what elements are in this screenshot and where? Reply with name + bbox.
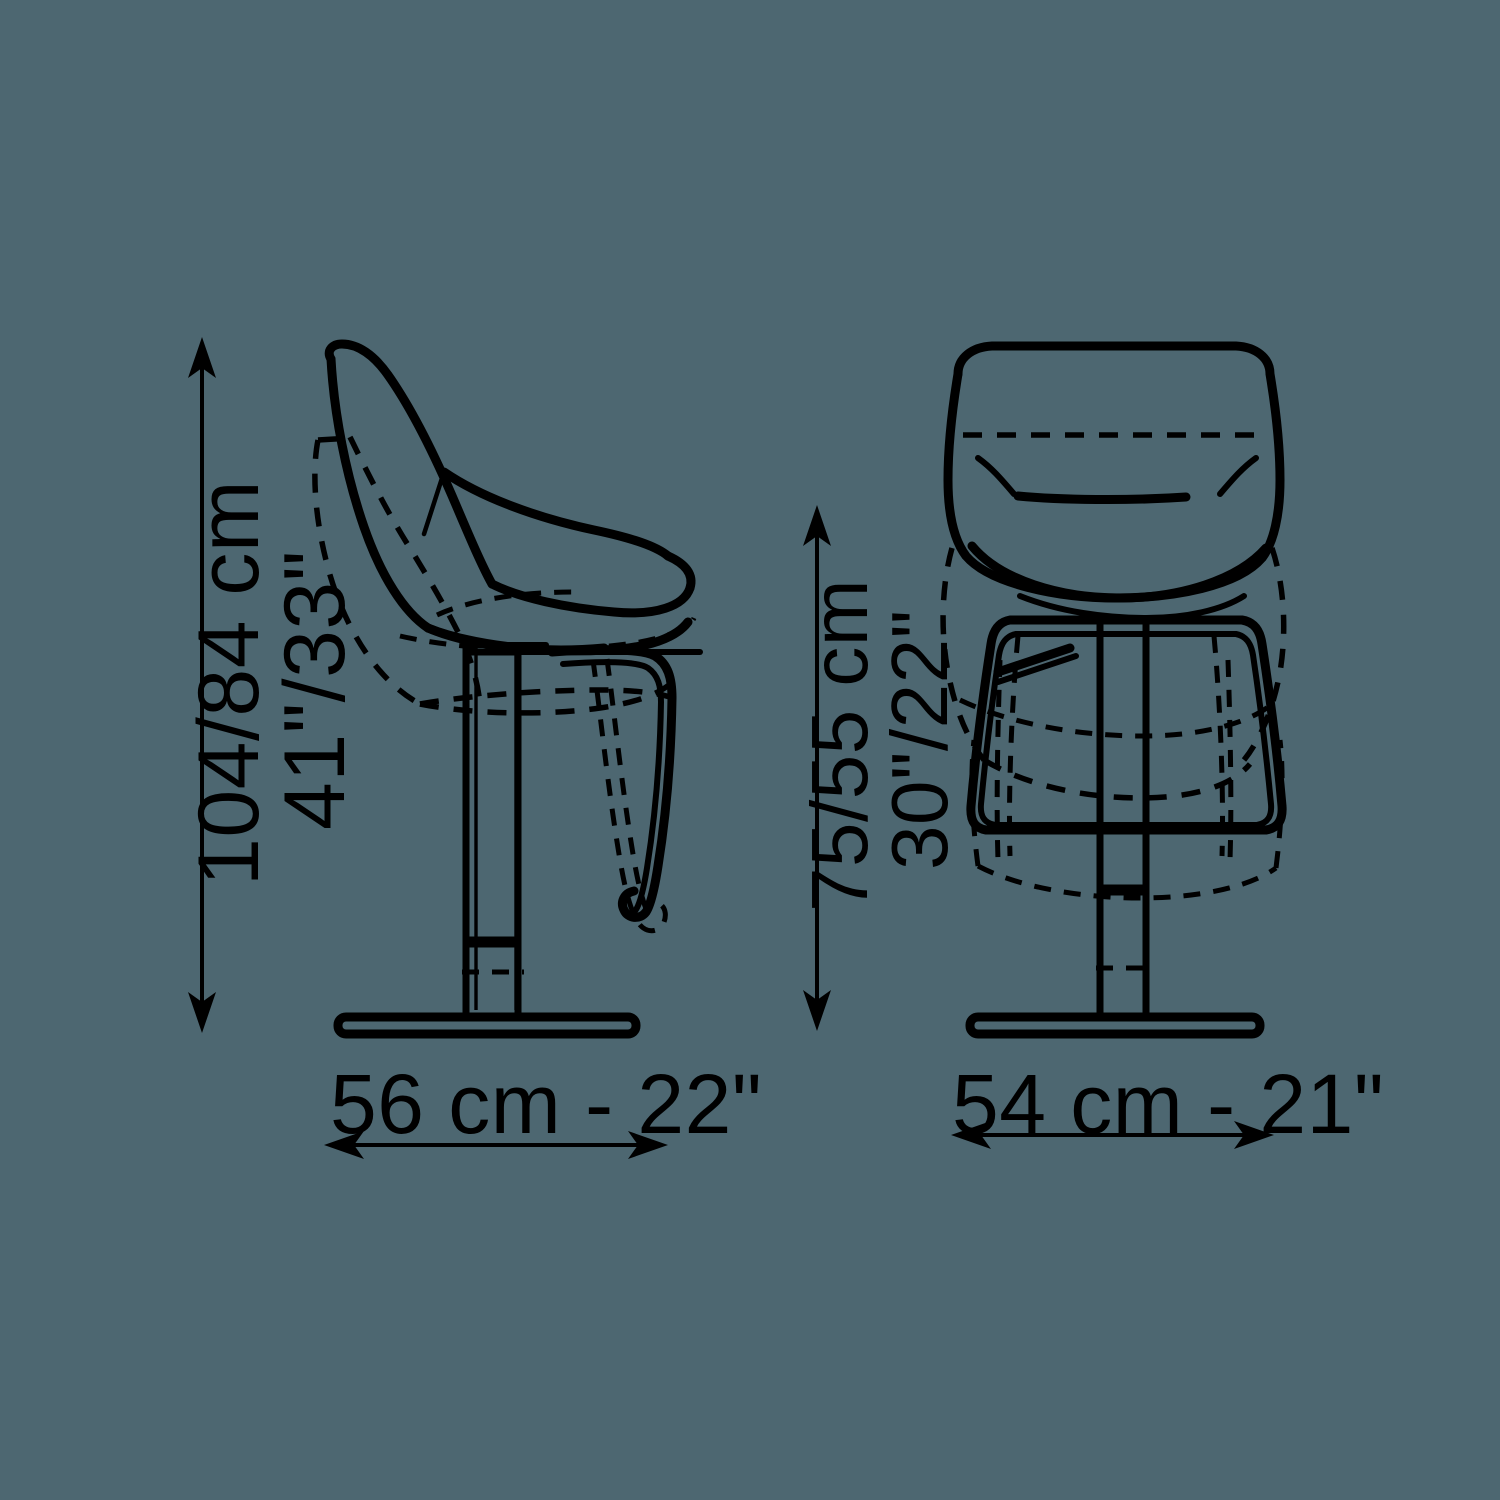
front-width-dimension-label: 54 cm - 21": [952, 1057, 1385, 1151]
side-view-stool: [312, 339, 703, 1039]
front-view-base-plate: [965, 1012, 1265, 1039]
front-view-stool: [940, 341, 1287, 1039]
side-view-shell-outline: [324, 339, 696, 655]
front-width-dimension-arrow: [951, 1121, 1274, 1149]
height-dimension-label-inches: 41"/33": [267, 550, 363, 830]
height-dimension-label-cm: 104/84 cm: [181, 479, 277, 886]
height-dimension-arrow: [188, 337, 216, 1033]
seat-height-dimension-label-cm: 75/55 cm: [795, 578, 884, 912]
side-width-dimension-arrow: [324, 1131, 668, 1159]
front-view-gas-column: [1096, 616, 1152, 1022]
front-view-swivel-disc: [967, 541, 1271, 621]
front-view-footrest-ring: [966, 615, 1287, 835]
side-view-footrest-ring: [547, 645, 677, 922]
side-view-seat-profile: [421, 467, 673, 561]
front-view-backrest: [943, 341, 1285, 485]
side-view-lowered-shell-ghost: [312, 435, 697, 716]
seat-height-dimension-arrow: [803, 505, 831, 1031]
side-view-gas-column: [462, 648, 524, 1022]
front-view-seat-cushion: [975, 455, 1259, 505]
side-view-base-plate: [333, 1012, 641, 1039]
side-width-dimension-label: 56 cm - 22": [330, 1057, 763, 1151]
seat-height-dimension-label-inches: 30"/22": [875, 609, 964, 871]
